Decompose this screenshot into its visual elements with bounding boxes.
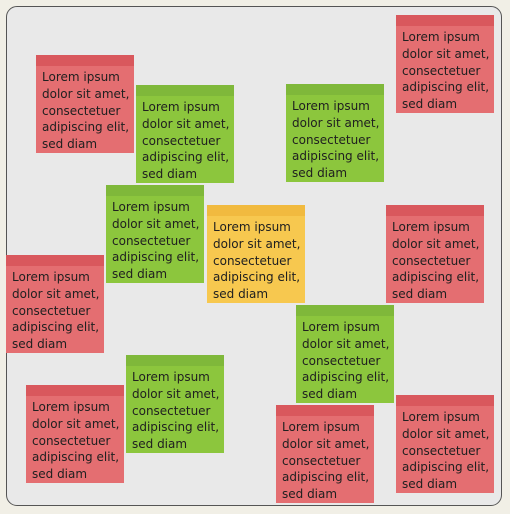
sticky-note-text: Lorem ipsum dolor sit amet, consectetuer… <box>142 100 230 182</box>
sticky-note-text: Lorem ipsum dolor sit amet, consectetuer… <box>292 99 380 181</box>
sticky-note-text: Lorem ipsum dolor sit amet, consectetuer… <box>402 30 490 112</box>
sticky-note-text: Lorem ipsum dolor sit amet, consectetuer… <box>392 220 480 302</box>
sticky-note-text: Lorem ipsum dolor sit amet, consectetuer… <box>302 320 390 402</box>
sticky-note[interactable]: Lorem ipsum dolor sit amet, consectetuer… <box>396 15 494 113</box>
sticky-note-text: Lorem ipsum dolor sit amet, consectetuer… <box>12 270 100 352</box>
sticky-note[interactable]: Lorem ipsum dolor sit amet, consectetuer… <box>36 55 134 153</box>
sticky-note[interactable]: Lorem ipsum dolor sit amet, consectetuer… <box>136 85 234 183</box>
sticky-note[interactable]: Lorem ipsum dolor sit amet, consectetuer… <box>106 185 204 283</box>
sticky-note-text: Lorem ipsum dolor sit amet, consectetuer… <box>213 220 301 302</box>
sticky-note[interactable]: Lorem ipsum dolor sit amet, consectetuer… <box>386 205 484 303</box>
sticky-note-text: Lorem ipsum dolor sit amet, consectetuer… <box>42 70 130 152</box>
sticky-note-text: Lorem ipsum dolor sit amet, consectetuer… <box>112 200 200 282</box>
sticky-note-text: Lorem ipsum dolor sit amet, consectetuer… <box>282 420 370 502</box>
sticky-note[interactable]: Lorem ipsum dolor sit amet, consectetuer… <box>26 385 124 483</box>
sticky-note-text: Lorem ipsum dolor sit amet, consectetuer… <box>132 370 220 452</box>
sticky-note[interactable]: Lorem ipsum dolor sit amet, consectetuer… <box>296 305 394 403</box>
sticky-note[interactable]: Lorem ipsum dolor sit amet, consectetuer… <box>6 255 104 353</box>
sticky-note[interactable]: Lorem ipsum dolor sit amet, consectetuer… <box>396 395 494 493</box>
sticky-note[interactable]: Lorem ipsum dolor sit amet, consectetuer… <box>126 355 224 453</box>
sticky-note[interactable]: Lorem ipsum dolor sit amet, consectetuer… <box>286 84 384 182</box>
sticky-note-text: Lorem ipsum dolor sit amet, consectetuer… <box>32 400 120 482</box>
sticky-note-text: Lorem ipsum dolor sit amet, consectetuer… <box>402 410 490 492</box>
sticky-note[interactable]: Lorem ipsum dolor sit amet, consectetuer… <box>207 205 305 303</box>
sticky-note[interactable]: Lorem ipsum dolor sit amet, consectetuer… <box>276 405 374 503</box>
